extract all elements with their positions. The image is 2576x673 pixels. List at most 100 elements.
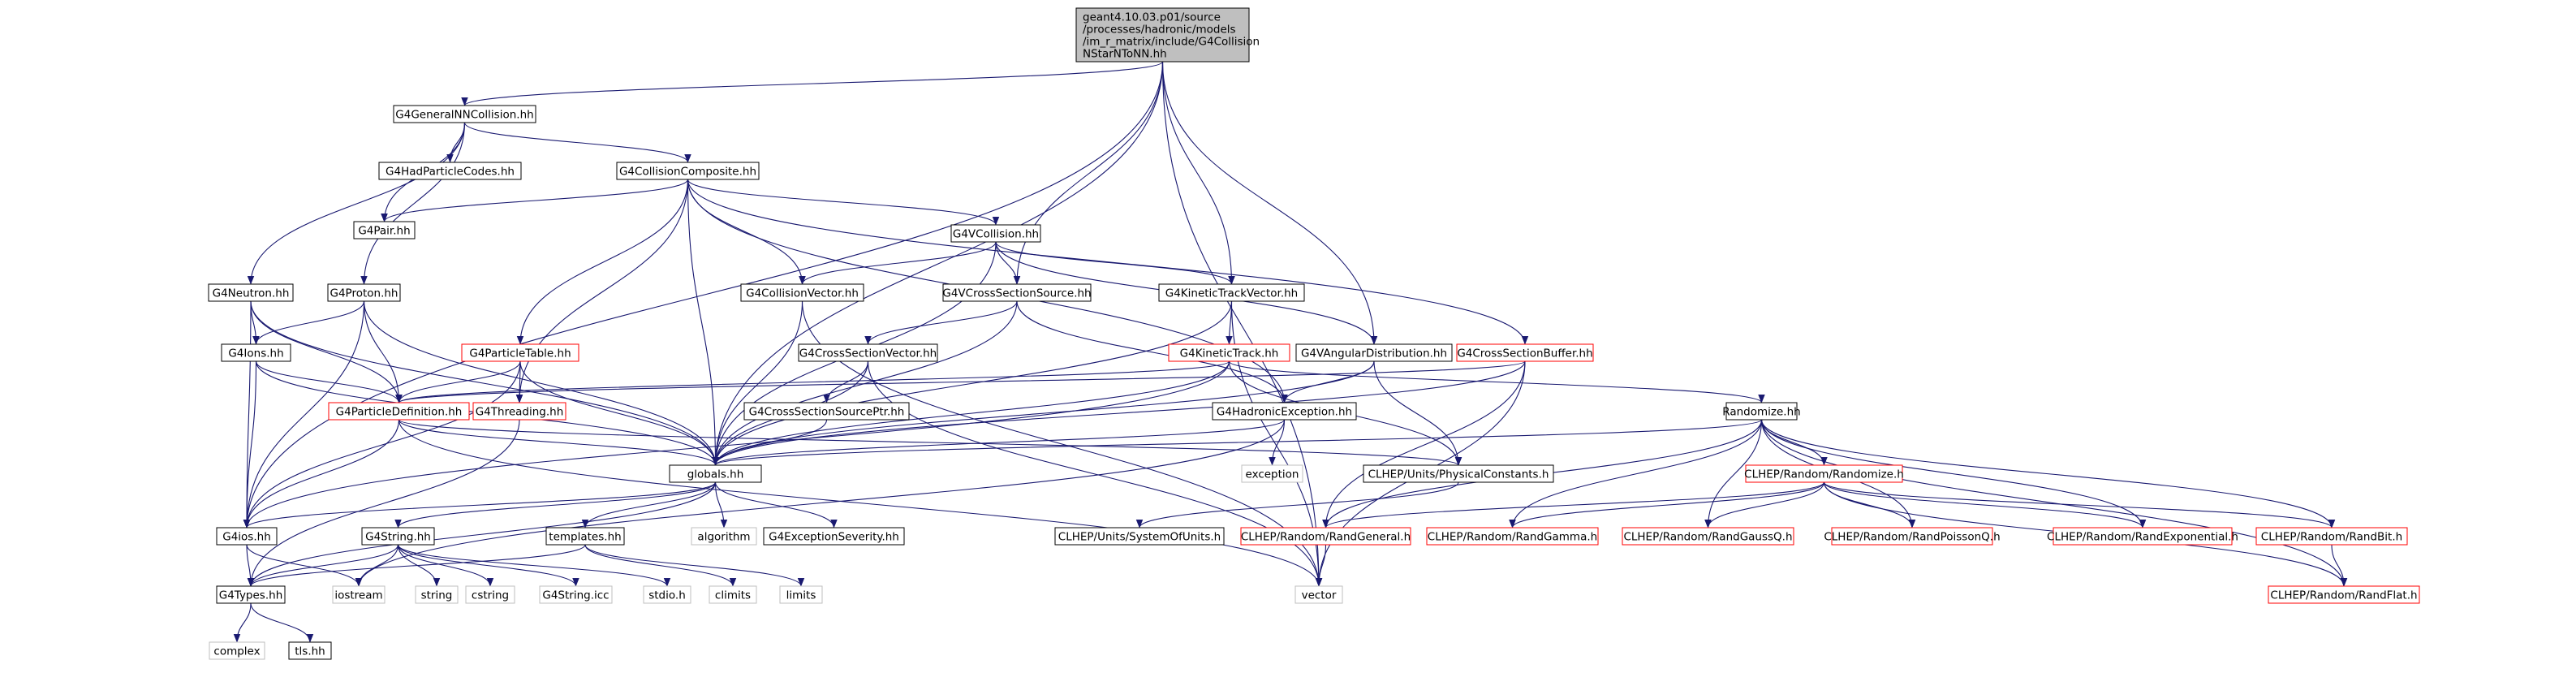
node-randgaussq[interactable]: CLHEP/Random/RandGaussQ.h [1622, 527, 1794, 546]
node-label: G4GeneralNNCollision.hh [395, 109, 533, 122]
node-ions[interactable]: G4Ions.hh [221, 343, 291, 362]
node-box [415, 585, 459, 604]
node-pair[interactable]: G4Pair.hh [353, 221, 416, 239]
node-ccomp[interactable]: G4CollisionComposite.hh [616, 162, 760, 180]
node-g4stringicc: G4String.icc [539, 585, 613, 604]
node-clrand[interactable]: CLHEP/Random/Randomize.h [1744, 464, 1904, 483]
node-neutron[interactable]: G4Neutron.hh [208, 283, 294, 302]
edge-ccomp-to-globals [687, 179, 716, 465]
node-excsev[interactable]: G4ExceptionSeverity.hh [763, 527, 905, 546]
edge-ccomp-to-csbuf [687, 179, 1526, 344]
node-box [353, 221, 416, 239]
node-box [1294, 585, 1343, 604]
node-ptable[interactable]: G4ParticleTable.hh [461, 343, 579, 362]
node-label: G4HadronicException.hh [1217, 406, 1352, 419]
node-vcss[interactable]: G4VCrossSectionSource.hh [942, 283, 1092, 302]
edge-randomize-to-randbit [1760, 419, 2333, 528]
node-label: G4CrossSectionVector.hh [799, 347, 937, 360]
edge-physconst-to-sysunits [1139, 481, 1459, 528]
node-label: CLHEP/Random/RandPoissonQ.h [1824, 531, 2000, 544]
node-csv[interactable]: G4CrossSectionVector.hh [798, 343, 938, 362]
node-box [942, 283, 1092, 302]
edge-clrand-to-randexp [1823, 481, 2143, 528]
node-randgen[interactable]: CLHEP/Random/RandGeneral.h [1240, 527, 1411, 546]
node-g4string[interactable]: G4String.hh [361, 527, 435, 546]
node-box [1831, 527, 1993, 546]
node-physconst[interactable]: CLHEP/Units/PhysicalConstants.h [1363, 464, 1554, 483]
node-box [950, 224, 1041, 243]
node-label: G4Types.hh [219, 589, 283, 602]
edge-proton-to-ions [256, 300, 365, 345]
edge-ktv-to-globals [716, 300, 1233, 465]
node-randpoisson[interactable]: CLHEP/Random/RandPoissonQ.h [1824, 527, 2001, 546]
edge-clrand-to-randpoisson [1823, 481, 1913, 528]
node-randflat[interactable]: CLHEP/Random/RandFlat.h [2268, 585, 2420, 604]
edge-g4string-to-g4stringicc [397, 544, 576, 587]
node-label: cstring [472, 589, 509, 602]
node-collvec[interactable]: G4CollisionVector.hh [740, 283, 864, 302]
node-hpc[interactable]: G4HadParticleCodes.hh [378, 162, 522, 180]
edge-templates-to-limits [584, 544, 801, 587]
node-randgamma[interactable]: CLHEP/Random/RandGamma.h [1426, 527, 1599, 546]
file-nodes: geant4.10.03.p01/source/processes/hadron… [208, 7, 2420, 660]
node-label: NStarNToNN.hh [1083, 48, 1167, 61]
edge-root-to-g4ios [247, 61, 1164, 528]
node-climits: climits [709, 585, 757, 604]
node-box [2268, 585, 2420, 604]
node-label: limits [786, 589, 816, 602]
node-complex: complex [209, 641, 265, 660]
edge-csbuf-to-randgen [1326, 360, 1526, 528]
node-globals[interactable]: globals.hh [669, 464, 762, 483]
edge-clrand-to-randgen [1326, 481, 1825, 528]
node-box [332, 585, 386, 604]
node-tls[interactable]: tls.hh [288, 641, 332, 660]
edge-neutron-to-g4ios [247, 300, 252, 528]
node-vcoll[interactable]: G4VCollision.hh [950, 224, 1041, 243]
node-thread[interactable]: G4Threading.hh [472, 402, 566, 421]
node-randomize[interactable]: Randomize.hh [1722, 402, 1801, 421]
node-randexp[interactable]: CLHEP/Random/RandExponential.h [2047, 527, 2238, 546]
node-csbuf[interactable]: G4CrossSectionBuffer.hh [1456, 343, 1594, 362]
node-string: string [415, 585, 459, 604]
node-box [1212, 402, 1357, 421]
edge-clrand-to-randbit [1823, 481, 2333, 528]
node-label: CLHEP/Random/RandGamma.h [1428, 531, 1597, 544]
node-box [1241, 464, 1303, 483]
node-ktv[interactable]: G4KineticTrackVector.hh [1158, 283, 1305, 302]
node-box [545, 527, 625, 546]
node-ktrack[interactable]: G4KineticTrack.hh [1168, 343, 1290, 362]
node-vector: vector [1294, 585, 1343, 604]
node-label: vector [1302, 589, 1337, 602]
edge-root-to-gnn [465, 61, 1164, 106]
node-label: CLHEP/Random/RandGeneral.h [1241, 531, 1411, 544]
node-box [691, 527, 757, 546]
node-label: G4HadParticleCodes.hh [386, 166, 515, 179]
node-hexc[interactable]: G4HadronicException.hh [1212, 402, 1357, 421]
node-randbit[interactable]: CLHEP/Random/RandBit.h [2255, 527, 2408, 546]
edge-globals-to-algorithm [714, 481, 725, 528]
node-label: stdio.h [648, 589, 686, 602]
node-g4types[interactable]: G4Types.hh [216, 585, 286, 604]
node-gnn[interactable]: G4GeneralNNCollision.hh [393, 105, 536, 123]
node-cssp[interactable]: G4CrossSectionSourcePtr.hh [743, 402, 910, 421]
node-g4ios[interactable]: G4ios.hh [216, 527, 278, 546]
node-templates[interactable]: templates.hh [545, 527, 625, 546]
edge-hexc-to-globals [716, 419, 1286, 466]
node-label: G4KineticTrackVector.hh [1165, 287, 1299, 300]
node-vang[interactable]: G4VAngularDistribution.hh [1295, 343, 1453, 362]
node-box [669, 464, 762, 483]
node-pdef[interactable]: G4ParticleDefinition.hh [328, 402, 470, 421]
edge-root-to-vang [1161, 61, 1375, 344]
node-box [461, 343, 579, 362]
edge-proton-to-globals [363, 300, 716, 465]
edge-globals-to-g4types [251, 481, 717, 586]
node-sysunits[interactable]: CLHEP/Units/SystemOfUnits.h [1054, 527, 1225, 546]
edge-cssp-to-globals [716, 419, 828, 466]
edge-globals-to-g4string [398, 481, 717, 528]
edge-pdef-to-vector [398, 419, 1320, 586]
node-proton[interactable]: G4Proton.hh [327, 283, 401, 302]
edge-g4ios-to-iostream [246, 544, 359, 587]
edge-ccomp-to-thread [519, 179, 689, 403]
edge-ccomp-to-ptable [520, 179, 689, 344]
node-box [1426, 527, 1599, 546]
